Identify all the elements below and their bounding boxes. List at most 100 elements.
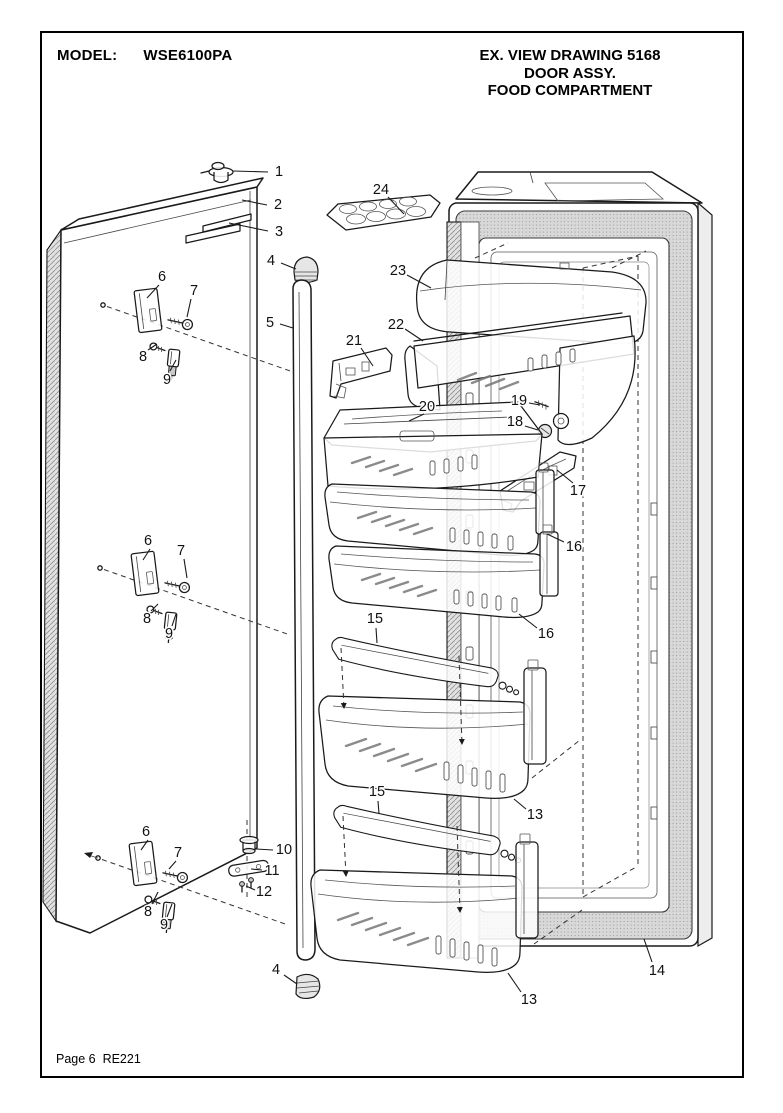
callout-leader-13 [513,798,527,810]
callout-label-2: 2 [274,197,282,213]
callout-label-8: 8 [143,611,151,627]
callout-leader-18 [524,425,539,431]
callout-leader-7 [183,558,188,579]
callout-label-9: 9 [163,372,171,388]
callout-leader-21 [360,347,374,367]
callout-leader-10 [255,848,274,851]
door-outer-panel [42,177,264,934]
callout-leader-6 [142,548,151,561]
callout-label-7: 7 [174,845,182,861]
callout-label-21: 21 [346,333,362,349]
callout-leader-2 [241,199,268,206]
callout-leader-9 [166,903,173,918]
page-footer: Page 6 RE221 [56,1052,141,1066]
handle-cap-top [293,256,319,284]
callout-label-6: 6 [144,533,152,549]
callout-label-8: 8 [139,349,147,365]
drawing-title: EX. VIEW DRAWING 5168 DOOR ASSY. FOOD CO… [455,47,685,100]
callout-label-20: 20 [419,399,435,415]
callout-label-16: 16 [538,626,554,642]
title-line-2: DOOR ASSY. [524,64,616,82]
callout-label-9: 9 [160,917,168,933]
callout-leader-16 [518,613,538,629]
callout-label-9: 9 [165,626,173,642]
handle-rail [292,279,316,961]
callout-leader-4 [280,262,297,270]
callout-leader-4 [283,974,298,985]
door-liner [446,171,713,959]
callout-label-24: 24 [373,182,389,198]
page-border [40,31,744,1078]
bottom-hinge-parts [84,820,270,898]
upper-door-shelf [404,312,636,446]
callout-leader-5 [279,323,294,329]
title-line-3: FOOD COMPARTMENT [487,82,653,99]
callout-leader-3 [228,222,269,232]
callout-label-14: 14 [649,963,665,979]
callout-label-12: 12 [256,884,272,900]
callout-leader-13 [507,972,522,993]
shelf-thumbscrew-boss [552,412,570,430]
shelf-bracket-left [329,347,393,399]
callout-leader-15 [375,627,378,644]
callout-label-5: 5 [266,315,274,331]
callout-label-4: 4 [267,253,275,269]
callout-leader-16 [546,533,565,543]
callout-label-3: 3 [275,224,283,240]
callout-leader-1 [232,170,269,173]
badge-insert [202,213,252,233]
callout-leader-8 [147,343,158,351]
callout-label-13: 13 [521,992,537,1008]
callout-label-6: 6 [158,269,166,285]
callout-leader-14 [643,938,653,963]
callout-label-6: 6 [142,824,150,840]
liner-side-wall [697,201,713,948]
callout-leader-9 [169,359,177,372]
header-model: MODEL: WSE6100PA [57,47,232,64]
callout-label-23: 23 [390,263,406,279]
badge-slot [185,223,241,244]
callout-leader-6 [140,839,149,851]
title-line-1: EX. VIEW DRAWING 5168 [479,47,661,64]
callout-leader-15 [377,800,380,815]
callout-label-10: 10 [276,842,292,858]
callout-leader-22 [404,328,424,342]
callout-label-19: 19 [511,393,527,409]
callout-label-16: 16 [566,539,582,555]
model-value: WSE6100PA [143,47,233,64]
callout-leader-23 [406,274,432,289]
callout-leader-20 [408,413,425,422]
pivot-plate [228,859,270,877]
callout-leader-11 [250,868,263,871]
callout-label-7: 7 [177,543,185,559]
callout-label-4: 4 [272,962,280,978]
pivot-bushing [239,835,259,855]
callout-leader-7 [186,298,192,318]
door-handle [292,256,321,1000]
model-label: MODEL: [57,47,118,64]
callout-label-11: 11 [264,863,279,879]
callout-label-15: 15 [369,784,385,800]
callout-label-22: 22 [388,317,404,333]
callout-label-7: 7 [190,283,198,299]
top-hinge-pin [200,161,234,184]
callout-label-13: 13 [527,807,543,823]
callout-leader-19 [528,402,541,406]
callout-label-15: 15 [367,611,383,627]
callout-label-1: 1 [275,164,283,180]
liner-top-cap [455,171,703,204]
callout-leader-9 [171,613,177,627]
egg-tray [326,194,441,231]
callout-label-17: 17 [570,483,586,499]
callout-leader-24 [387,196,405,215]
callout-leader-6 [146,284,160,299]
assembly-guides [340,647,583,945]
callout-leader-12 [245,885,256,891]
callout-label-8: 8 [144,904,152,920]
callout-leader-17 [556,469,574,484]
pivot-screws [239,877,254,893]
callout-leader-8 [151,891,159,905]
